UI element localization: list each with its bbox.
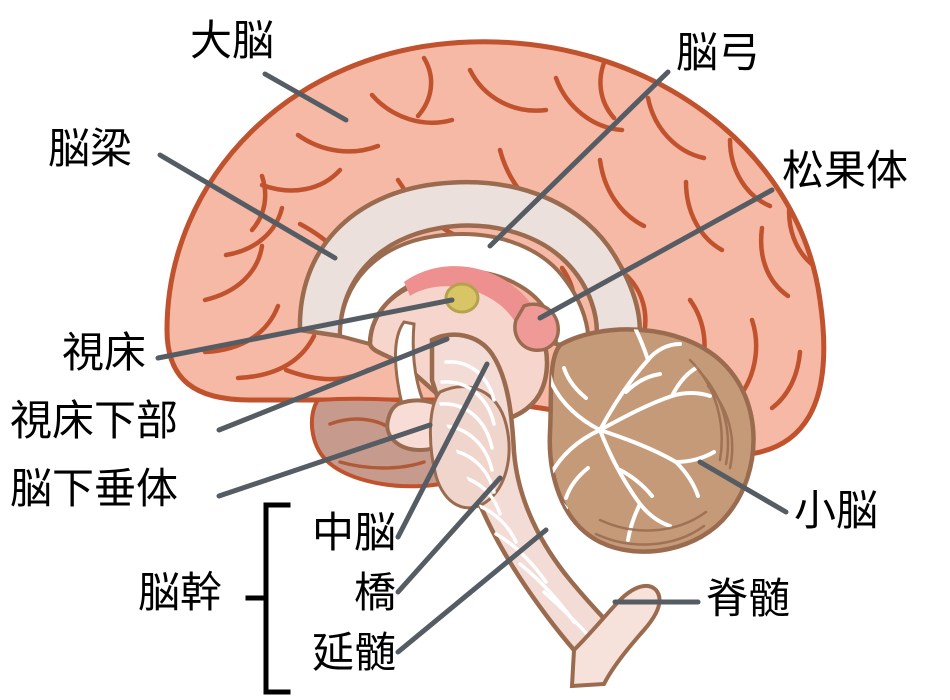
cerebellum-shape: [547, 327, 756, 554]
label-pons: 橋: [353, 568, 396, 617]
label-midbrain: 中脳: [311, 508, 396, 557]
corpus-callosum-leader: [157, 152, 338, 261]
cerebellum-leader: [697, 459, 789, 515]
label-brainstem: 脳幹: [138, 568, 223, 617]
hypothalamus-leader: [216, 336, 450, 433]
label-cerebrum: 大脳: [190, 16, 275, 65]
brainstem-bracket: [245, 502, 291, 695]
pons-leader: [395, 475, 503, 595]
fornix-leader: [487, 69, 671, 249]
spinal-cord-shape: [569, 583, 662, 689]
label-spinal-cord: 脊髄: [706, 574, 791, 623]
label-thalamus: 視床: [62, 328, 147, 377]
pineal-leader: [537, 187, 775, 321]
medulla-leader: [395, 527, 549, 655]
pituitary-leader: [216, 422, 433, 499]
label-pineal-body: 松果体: [782, 146, 909, 195]
fornix-shape: [404, 266, 544, 338]
thalamus-leader: [155, 297, 455, 361]
thalamus-shape: [444, 282, 480, 314]
cerebrum-leader: [262, 71, 349, 123]
midbrain-leader: [395, 361, 490, 540]
label-corpus-callosum: 脳梁: [48, 124, 133, 173]
label-hypothalamus: 視床下部: [10, 396, 179, 445]
label-fornix: 脳弓: [676, 28, 761, 77]
label-cerebellum: 小脳: [794, 486, 879, 535]
label-medulla-oblongata: 延髄: [311, 628, 396, 677]
label-pituitary-gland: 脳下垂体: [10, 464, 179, 513]
leader-lines: [155, 69, 789, 655]
